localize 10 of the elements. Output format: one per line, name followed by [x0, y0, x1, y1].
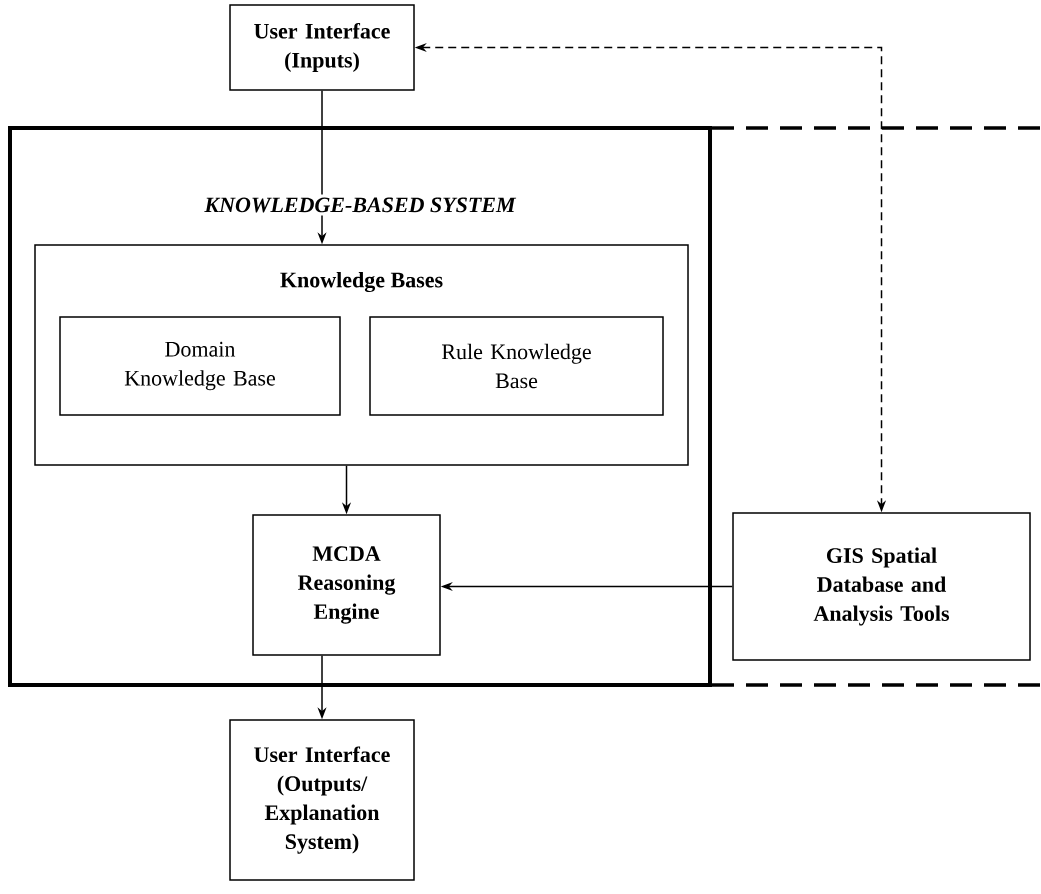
heading: KNOWLEDGE-BASED SYSTEM — [201, 194, 519, 216]
knowledge-bases-box — [34, 244, 689, 466]
knowledge-base-box: Rule Knowledge Base — [369, 316, 664, 416]
gis-box: GIS Spatial Database and Analysis Tools — [732, 512, 1031, 661]
interface-box: User Interface (Outputs/ Explanation System) — [229, 719, 415, 881]
knowledge-base-box: Domain Knowledge Base — [59, 316, 341, 416]
heading: Knowledge Bases — [276, 268, 447, 296]
system-box — [8, 126, 712, 687]
engine-box: MCDA Reasoning Engine — [252, 514, 441, 656]
interface-box: User Interface (Inputs) — [229, 4, 415, 91]
